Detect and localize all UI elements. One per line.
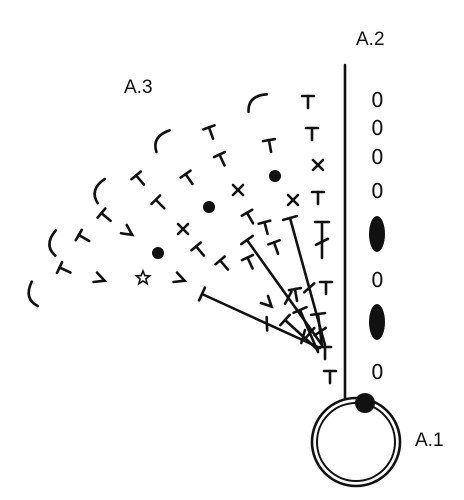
stroke-b bbox=[231, 183, 245, 197]
single-crochet-symbol bbox=[267, 239, 281, 255]
double-crochet-symbol bbox=[309, 311, 328, 348]
single-crochet-symbol bbox=[257, 219, 272, 236]
stem bbox=[298, 308, 320, 354]
top-bar bbox=[309, 311, 327, 317]
slip-x-symbol bbox=[231, 183, 245, 197]
double-crochet-symbol bbox=[240, 234, 324, 347]
stroke-b bbox=[176, 222, 190, 236]
single-crochet-symbol bbox=[212, 150, 227, 167]
magic-ring-inner bbox=[316, 402, 396, 482]
single-crochet-symbol bbox=[304, 126, 320, 142]
stem bbox=[200, 292, 322, 350]
single-crochet-symbol bbox=[96, 207, 112, 223]
stem bbox=[58, 266, 72, 274]
single-crochet-symbol bbox=[310, 190, 326, 206]
dot-symbol bbox=[269, 170, 281, 182]
v-stitch-symbol bbox=[172, 271, 188, 284]
stem bbox=[246, 256, 254, 270]
chain-column: 0 0 0 0 0 0 bbox=[369, 88, 385, 384]
single-crochet-symbol bbox=[317, 345, 333, 361]
chain-arch-symbol bbox=[48, 229, 58, 257]
top-bar bbox=[197, 286, 207, 302]
double-crochet-symbol bbox=[278, 313, 320, 352]
single-crochet-symbol bbox=[322, 369, 338, 385]
chain-stitch: 0 bbox=[371, 145, 384, 169]
single-crochet-symbol bbox=[150, 194, 166, 210]
stem bbox=[267, 138, 273, 154]
stem bbox=[100, 211, 112, 223]
stem bbox=[77, 233, 91, 243]
single-crochet-symbol bbox=[214, 255, 230, 271]
double-crochet-symbol bbox=[197, 286, 322, 350]
single-crochet-symbol bbox=[287, 286, 303, 303]
stroke-b bbox=[286, 193, 300, 207]
stem bbox=[134, 174, 146, 186]
magic-ring-outer bbox=[310, 396, 402, 488]
v-stitch-symbol bbox=[92, 271, 108, 284]
single-crochet-symbol bbox=[179, 169, 194, 186]
chain-stitch: 0 bbox=[371, 179, 384, 203]
chain-stitch: 0 bbox=[371, 116, 384, 140]
tick bbox=[302, 282, 316, 294]
single-crochet-symbol bbox=[240, 208, 255, 225]
dot-symbol bbox=[152, 247, 164, 259]
picot-oval bbox=[369, 304, 385, 340]
stem bbox=[272, 241, 280, 255]
tick bbox=[300, 328, 307, 345]
stroke-b bbox=[311, 158, 325, 172]
stem bbox=[218, 259, 230, 271]
single-crochet-symbol bbox=[318, 280, 334, 296]
chain-stitch: 0 bbox=[371, 360, 384, 384]
top-bar bbox=[281, 214, 299, 222]
single-crochet-symbol bbox=[74, 228, 91, 243]
stem bbox=[207, 126, 215, 140]
stem bbox=[263, 220, 269, 236]
stem bbox=[283, 318, 320, 352]
single-crochet-symbol bbox=[240, 253, 255, 270]
slip-x-symbol bbox=[311, 158, 325, 172]
chain-arch-symbol bbox=[27, 280, 40, 308]
stem bbox=[316, 312, 324, 348]
stem bbox=[293, 287, 299, 303]
single-crochet-symbol bbox=[55, 260, 72, 275]
top-bar bbox=[278, 313, 292, 327]
single-crochet-symbol bbox=[190, 241, 206, 257]
chain-arch-symbol bbox=[93, 177, 107, 205]
single-crochet-symbol bbox=[130, 170, 146, 186]
top-bar bbox=[292, 305, 308, 315]
tick bbox=[313, 326, 328, 337]
stitch-fan bbox=[27, 93, 338, 385]
star-symbol bbox=[134, 268, 152, 286]
stem bbox=[245, 238, 324, 347]
double-crochet-symbol bbox=[313, 220, 331, 260]
picot-oval bbox=[369, 216, 385, 252]
label-a3: A.3 bbox=[124, 77, 153, 98]
v-stitch-symbol bbox=[119, 223, 135, 237]
stem bbox=[154, 198, 166, 210]
v-stitch-symbol bbox=[259, 294, 274, 309]
tick bbox=[283, 290, 293, 305]
chain-stitch: 0 bbox=[371, 88, 384, 112]
dot-symbol bbox=[203, 201, 215, 213]
single-crochet-symbol bbox=[300, 94, 316, 110]
tick bbox=[304, 326, 316, 340]
chain-stitch: 0 bbox=[371, 268, 384, 292]
slip-x-symbol bbox=[176, 222, 190, 236]
tick bbox=[314, 237, 330, 247]
slip-stitch-dot bbox=[355, 393, 375, 413]
label-a2: A.2 bbox=[356, 29, 385, 50]
stem bbox=[184, 172, 194, 186]
stem bbox=[218, 153, 226, 167]
single-crochet-symbol bbox=[202, 124, 216, 140]
chain-arch-symbol bbox=[247, 93, 269, 114]
single-crochet-symbol bbox=[261, 137, 277, 154]
slip-x-symbol bbox=[286, 193, 300, 207]
chain-arch-symbol bbox=[154, 129, 171, 154]
label-a1: A.1 bbox=[415, 430, 444, 451]
stem bbox=[245, 211, 255, 225]
stem bbox=[194, 245, 206, 257]
top-bar bbox=[240, 234, 254, 246]
double-crochet-symbol bbox=[292, 305, 320, 354]
